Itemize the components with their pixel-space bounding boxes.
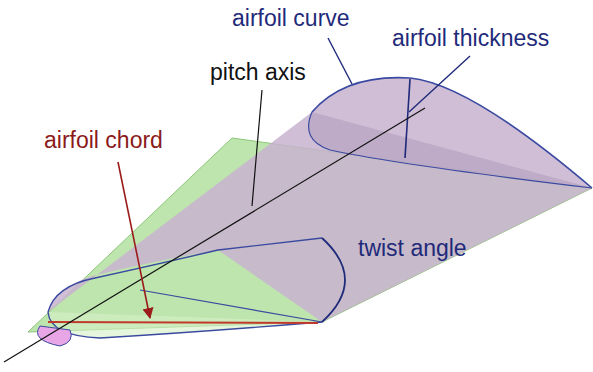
blade-surface [48, 78, 592, 322]
airfoil-outline [48, 238, 322, 312]
leader-line [252, 90, 262, 206]
pitch-axis-line [4, 108, 425, 362]
nose-tip [38, 326, 72, 346]
leader-arrow [118, 162, 150, 318]
back-underside [309, 112, 592, 188]
airfoil-outline [312, 78, 592, 188]
part-label: airfoil thickness [392, 26, 549, 51]
airfoil-outline [140, 290, 322, 322]
airfoil-outline [48, 312, 322, 338]
airfoil-outline [309, 112, 592, 188]
angle-label: twist angle [358, 236, 467, 261]
part-label: airfoil curve [232, 6, 350, 31]
leader-line [409, 56, 470, 112]
axis-label: pitch axis [210, 60, 306, 85]
leader-line [328, 38, 352, 84]
chord-line [48, 322, 318, 323]
part-label: airfoil chord [44, 128, 163, 153]
twist-arc [322, 238, 345, 322]
